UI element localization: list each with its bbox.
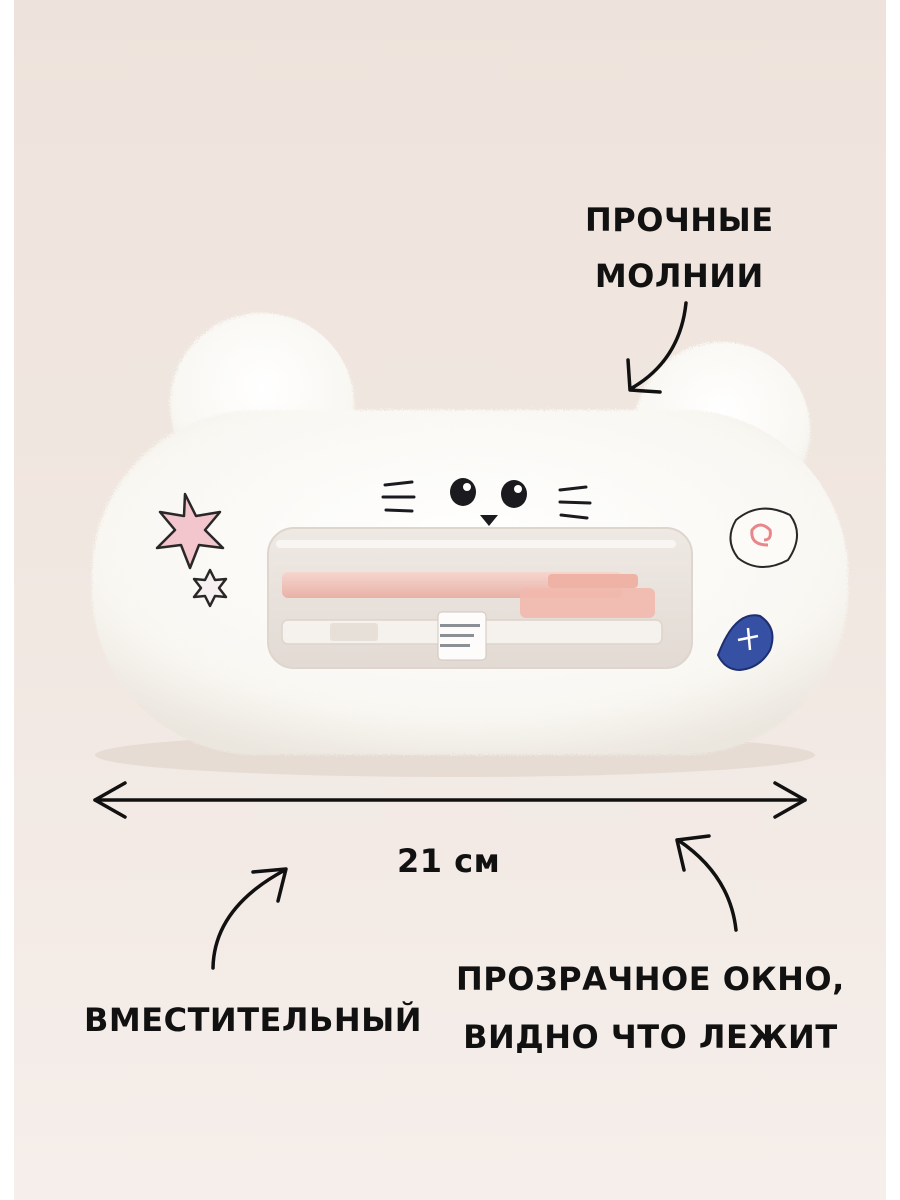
left-whiskers	[381, 480, 416, 513]
pen-clip	[548, 574, 638, 588]
small-star-icon	[192, 568, 228, 608]
big-star-icon	[155, 492, 225, 570]
window-caption-line2: ВИДНО ЧТО ЛЕЖИТ	[463, 1018, 838, 1056]
left-margin	[0, 0, 14, 1200]
zippers-caption-line2: МОЛНИИ	[594, 257, 764, 295]
zipper-arrow-icon	[626, 301, 688, 394]
capacity-arrow-icon	[211, 867, 288, 970]
window-arrow-icon	[675, 834, 738, 932]
window-caption: ПРОЗРАЧНОЕ ОКНО, ВИДНО ЧТО ЛЕЖИТ	[456, 950, 845, 1066]
right-eye	[501, 480, 527, 508]
pink-pen-tip	[520, 588, 655, 618]
zippers-caption-line1: ПРОЧНЫЕ	[585, 201, 774, 239]
shell-patch-icon	[729, 507, 798, 568]
right-whiskers	[558, 485, 592, 520]
width-arrow-icon	[93, 781, 807, 819]
width-caption: 21 см	[397, 842, 501, 880]
capacity-caption: ВМЕСТИТЕЛЬНЫЙ	[84, 1001, 423, 1039]
zippers-caption: ПРОЧНЫЕ МОЛНИИ	[585, 192, 774, 304]
cat-face	[381, 478, 592, 526]
window-caption-line1: ПРОЗРАЧНОЕ ОКНО,	[456, 960, 845, 998]
mitten-patch-icon	[716, 614, 774, 672]
clear-window	[267, 527, 693, 669]
white-pen-grip	[330, 623, 378, 641]
right-margin	[886, 0, 900, 1200]
left-eye	[450, 478, 476, 506]
nose	[480, 515, 498, 526]
